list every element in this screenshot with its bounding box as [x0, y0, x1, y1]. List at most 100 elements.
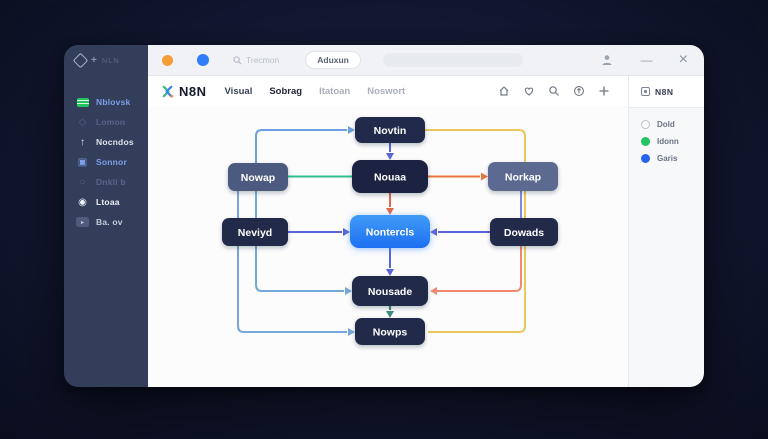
nav-item-itatoan[interactable]: Itatoan	[319, 85, 351, 97]
legend: Dold Idonn Garis	[629, 108, 704, 163]
home-icon[interactable]	[498, 85, 510, 97]
green-dot-icon	[641, 137, 650, 146]
arrowhead	[386, 311, 394, 318]
node-nowps[interactable]: Nowps	[355, 318, 425, 345]
logo-text: N8N	[179, 83, 207, 99]
svg-text:Nowps: Nowps	[373, 327, 408, 339]
search-icon[interactable]	[548, 85, 560, 97]
svg-text:Nousade: Nousade	[368, 286, 413, 298]
image-icon: ▣	[77, 156, 88, 168]
outline-dot-icon	[641, 120, 650, 129]
sidebar-item-label: Dnkli b	[96, 177, 126, 187]
sidebar-brand-label: NLN	[101, 56, 120, 65]
sidebar-item-baov[interactable]: ▸ Ba. ov	[64, 212, 148, 232]
close-button[interactable]: ×	[678, 51, 688, 68]
svg-text:Nouaa: Nouaa	[374, 172, 406, 184]
sidebar: + NLN Nblovsk ◇ Lomon ↑ Nocndos ▣ Sonnor…	[64, 45, 148, 387]
node-nousade[interactable]: Nousade	[352, 276, 428, 306]
svg-text:Nontercls: Nontercls	[366, 227, 415, 239]
sidebar-item-label: Nblovsk	[96, 97, 131, 107]
n8n-logo-icon	[162, 85, 174, 97]
target-icon: ◉	[78, 196, 87, 208]
workflow-canvas[interactable]: Novtin Nowap Nouaa Norkap	[148, 106, 628, 387]
edge-dowads-nousade	[436, 246, 522, 292]
nav-item-visual[interactable]: Visual	[224, 85, 253, 97]
arrowhead	[386, 153, 394, 160]
node-nontercls[interactable]: Nontercls	[350, 215, 430, 248]
sidebar-item-dnkli[interactable]: ○ Dnkli b	[64, 172, 148, 192]
sidebar-nav: Nblovsk ◇ Lomon ↑ Nocndos ▣ Sonnor ○ Dnk…	[64, 92, 148, 232]
plus-icon[interactable]: +	[91, 55, 97, 66]
sidebar-item-label: Lomon	[96, 117, 126, 127]
legend-item-dold[interactable]: Dold	[641, 120, 704, 129]
panel-header: N8N	[629, 76, 704, 108]
workflows-icon	[76, 97, 89, 107]
sidebar-item-label: Sonnor	[96, 157, 127, 167]
sidebar-item-lomon[interactable]: ◇ Lomon	[64, 112, 148, 132]
app-header: N8N Visual Sobrag Itatoan Noswort	[148, 76, 628, 106]
legend-label: Dold	[657, 120, 675, 129]
main-area: N8N Visual Sobrag Itatoan Noswort	[148, 76, 628, 387]
heart-icon[interactable]	[523, 85, 535, 97]
sidebar-item-nocndos[interactable]: ↑ Nocndos	[64, 132, 148, 152]
panel-box-icon	[641, 87, 650, 96]
share-icon[interactable]	[573, 85, 585, 97]
arrowhead	[348, 328, 355, 336]
edge-nowap-nousade	[255, 166, 344, 292]
svg-text:Neviyd: Neviyd	[238, 227, 272, 239]
sidebar-item-label: Ba. ov	[96, 217, 123, 227]
arrowhead	[348, 126, 355, 134]
node-novtin[interactable]: Novtin	[355, 117, 425, 143]
address-pill[interactable]	[382, 53, 523, 67]
diamond-logo-icon	[72, 52, 89, 69]
legend-item-idonn[interactable]: Idonn	[641, 137, 704, 146]
header-toolbar	[498, 85, 610, 97]
legend-label: Garis	[657, 154, 678, 163]
arrowhead	[386, 269, 394, 276]
edge-nowap-nowps	[237, 166, 347, 333]
search-hint[interactable]: Trecmon	[233, 55, 279, 65]
sidebar-item-label: Nocndos	[96, 137, 134, 147]
arrowhead	[386, 208, 394, 215]
app-window: + NLN Nblovsk ◇ Lomon ↑ Nocndos ▣ Sonnor…	[64, 45, 704, 387]
sidebar-item-sonnor[interactable]: ▣ Sonnor	[64, 152, 148, 172]
node-norkap[interactable]: Norkap	[488, 162, 558, 191]
legend-item-garis[interactable]: Garis	[641, 154, 704, 163]
svg-text:Novtin: Novtin	[374, 125, 407, 137]
header-nav: Visual Sobrag Itatoan Noswort	[225, 86, 406, 97]
arrowhead	[430, 228, 437, 236]
nav-item-sobrag[interactable]: Sobrag	[269, 85, 303, 97]
svg-text:Dowads: Dowads	[504, 227, 544, 239]
svg-text:Norkap: Norkap	[505, 172, 541, 184]
app-logo[interactable]: N8N	[160, 84, 207, 99]
right-panel: N8N Dold Idonn Garis	[628, 76, 704, 387]
panel-title: N8N	[655, 86, 674, 97]
action-button[interactable]: Aduxun	[305, 51, 361, 69]
plus-icon[interactable]	[598, 85, 610, 97]
diamond-icon: ◇	[78, 116, 87, 128]
flow-diagram: Novtin Nowap Nouaa Norkap	[222, 117, 558, 345]
node-dowads[interactable]: Dowads	[490, 218, 558, 246]
minimize-button[interactable]: —	[640, 53, 653, 67]
orange-dot-icon[interactable]	[162, 54, 173, 66]
blue-dot-icon	[641, 154, 650, 163]
user-icon[interactable]	[601, 54, 613, 66]
arrowhead	[343, 228, 350, 236]
sidebar-item-workflows[interactable]: Nblovsk	[64, 92, 148, 112]
legend-label: Idonn	[657, 137, 679, 146]
sidebar-brand: + NLN	[64, 45, 148, 76]
arrow-up-icon: ↑	[80, 136, 85, 148]
arrowhead	[481, 172, 488, 181]
sidebar-item-ltoaa[interactable]: ◉ Ltoaa	[64, 192, 148, 212]
titlebar: Trecmon Aduxun — ×	[148, 45, 704, 76]
node-nowap[interactable]: Nowap	[228, 163, 288, 191]
search-icon	[233, 55, 242, 65]
blue-dot-icon[interactable]	[197, 54, 209, 66]
nav-item-noswort[interactable]: Noswort	[367, 85, 406, 97]
circle-icon: ○	[79, 176, 86, 188]
arrowhead	[430, 287, 437, 295]
node-neviyd[interactable]: Neviyd	[222, 218, 288, 246]
node-nouaa[interactable]: Nouaa	[352, 160, 428, 193]
video-icon: ▸	[76, 217, 89, 227]
search-hint-label: Trecmon	[246, 55, 280, 65]
